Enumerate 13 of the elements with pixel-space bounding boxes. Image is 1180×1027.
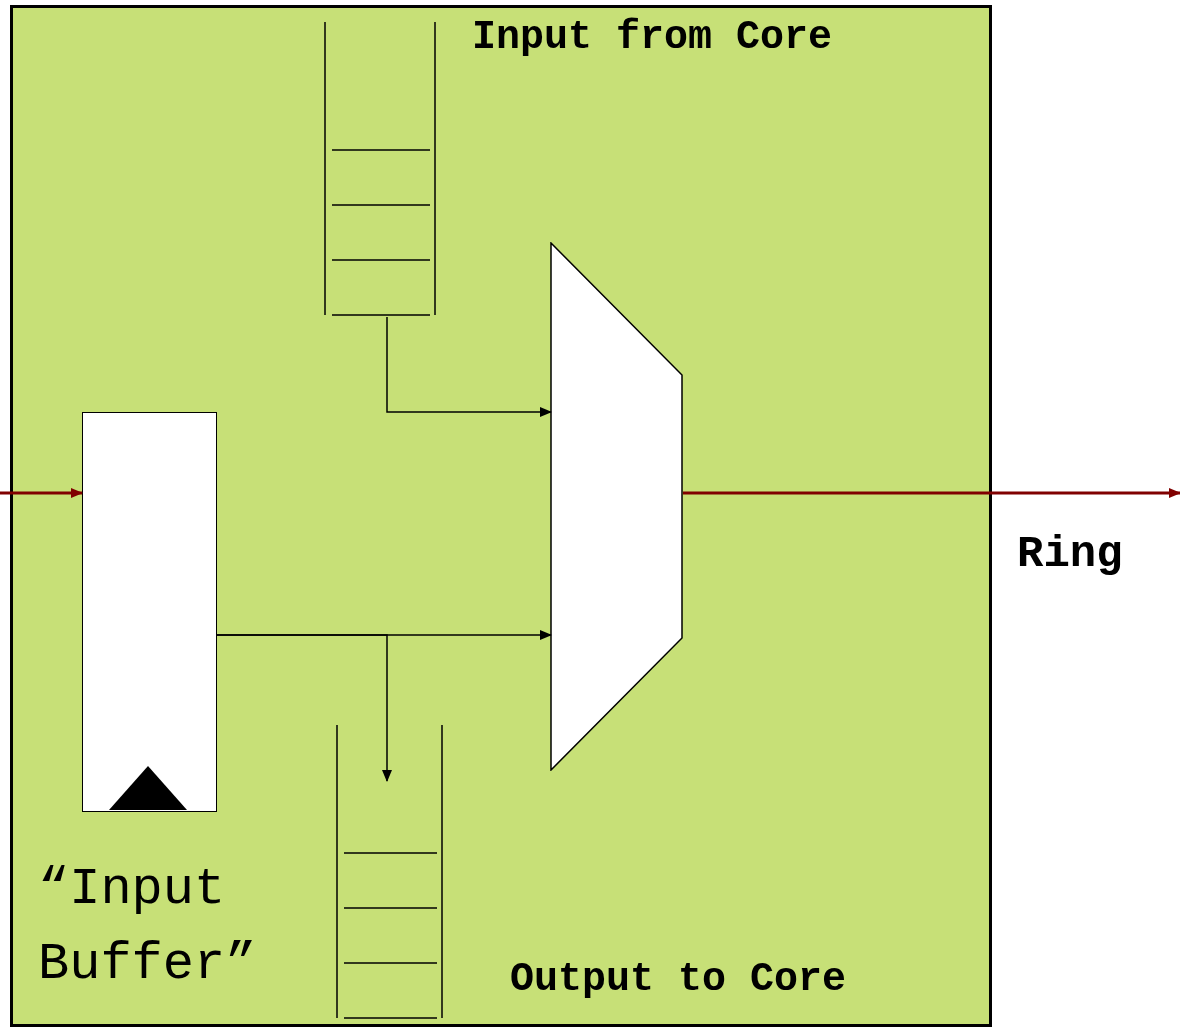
arrow bbox=[386, 316, 552, 417]
queue-drawing bbox=[323, 22, 437, 317]
buffer-box bbox=[82, 412, 217, 812]
queue-label: Input from Core bbox=[472, 18, 833, 58]
queue-label: Output to Core bbox=[510, 960, 847, 1000]
router-block bbox=[10, 5, 992, 1027]
arrow bbox=[216, 634, 392, 782]
multiplexer-shape bbox=[550, 242, 683, 771]
edge-label: Ring bbox=[1017, 532, 1123, 576]
arrow bbox=[0, 488, 83, 498]
arrow bbox=[683, 488, 1180, 498]
buffer-label: “Input Buffer” bbox=[38, 859, 258, 997]
queue-drawing bbox=[335, 725, 444, 1020]
